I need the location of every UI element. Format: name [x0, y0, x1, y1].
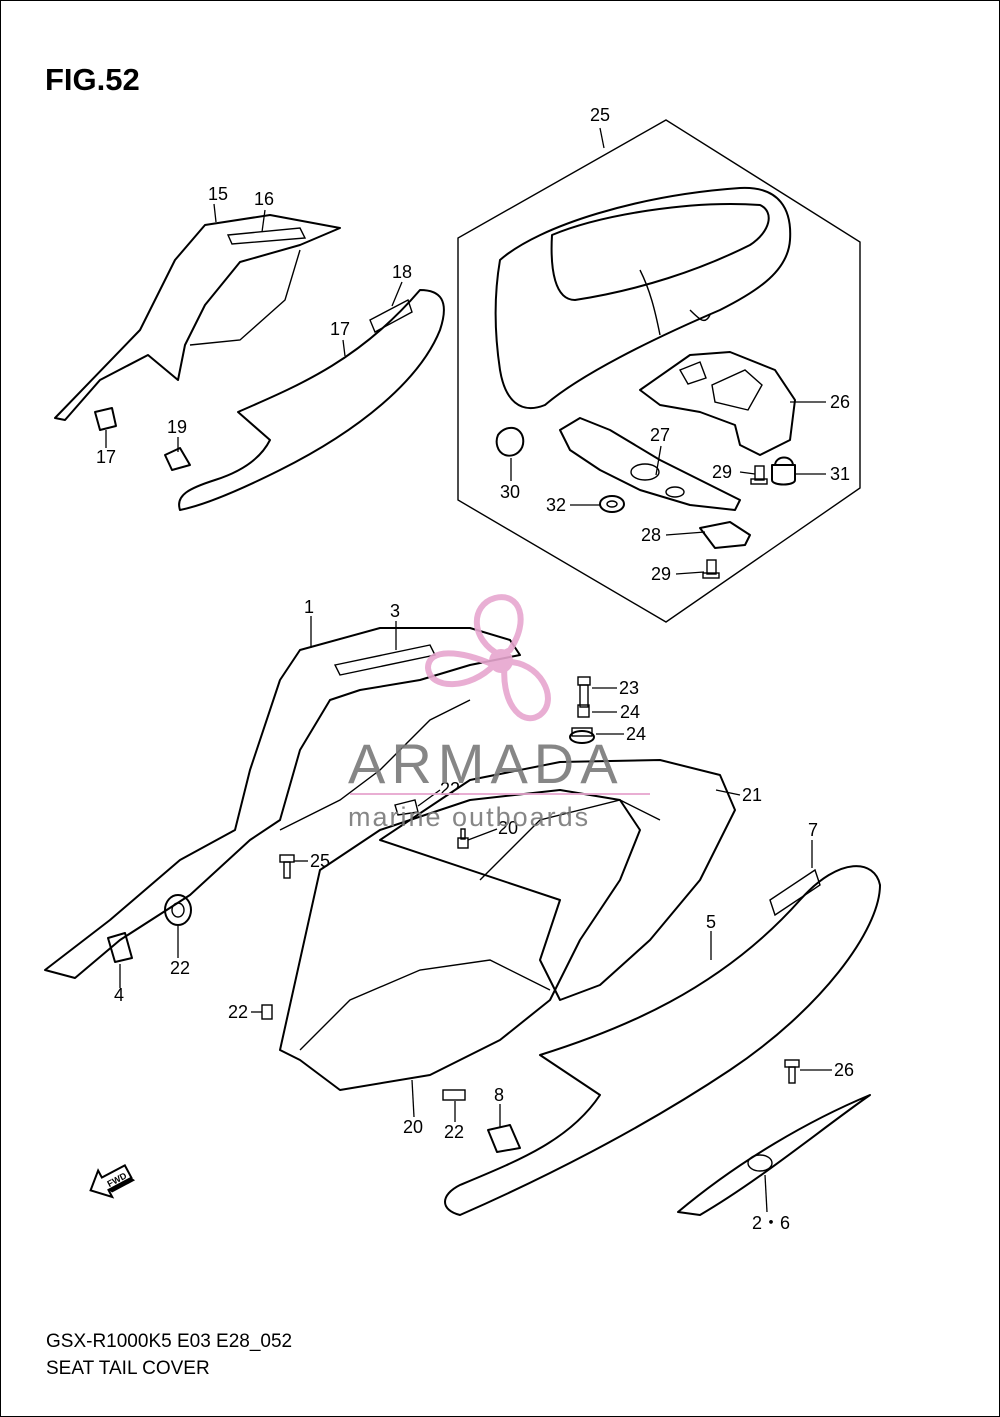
callout-12[interactable]: 17	[330, 319, 350, 339]
part-32-grommet	[599, 495, 625, 513]
callout-15[interactable]: 20	[403, 1117, 423, 1137]
seat-cowl-assembly-outline	[457, 119, 861, 623]
part-29-bolts	[702, 465, 768, 579]
callout-23[interactable]: 24	[626, 724, 646, 744]
callout-19[interactable]: 20	[498, 818, 518, 838]
part-11-clip	[94, 407, 117, 431]
part-21-bolt	[577, 676, 591, 708]
callout-25[interactable]: 25	[590, 105, 610, 125]
callout-1[interactable]: 1	[304, 597, 314, 617]
part-31-damper	[771, 456, 796, 486]
part-26-bracket	[639, 351, 796, 456]
callout-labels: 25 15 16 18 17 17 19 26 27 29 31 30 32 2…	[96, 105, 854, 1233]
part-4-clip	[107, 932, 133, 963]
part-16-seat-tray	[379, 759, 736, 1001]
callout-28[interactable]: 28	[641, 525, 661, 545]
callout-17-left[interactable]: 22	[228, 1002, 248, 1022]
part-19-screw	[457, 828, 469, 849]
callout-17-lower[interactable]: 22	[444, 1122, 464, 1142]
part-8-clip	[487, 1124, 521, 1153]
callout-9[interactable]: 15	[208, 184, 228, 204]
callout-24-left[interactable]: 25	[310, 851, 330, 871]
callout-11[interactable]: 17	[96, 447, 116, 467]
callout-26[interactable]: 26	[830, 392, 850, 412]
watermark-brand: ARMADA	[348, 732, 624, 795]
figure-title: FIG.52	[45, 62, 140, 97]
callout-lines	[105, 127, 832, 1213]
callout-30[interactable]: 30	[500, 482, 520, 502]
callout-10[interactable]: 16	[254, 189, 274, 209]
part-9-cover-left	[54, 214, 341, 421]
callout-4[interactable]: 4	[114, 985, 124, 1005]
callout-24-right[interactable]: 26	[834, 1060, 854, 1080]
propeller-icon	[424, 594, 551, 722]
callout-7[interactable]: 7	[808, 820, 818, 840]
figure-caption: SEAT TAIL COVER	[46, 1358, 210, 1379]
callout-16[interactable]: 21	[742, 785, 762, 805]
fwd-arrow-icon: FWD	[89, 1163, 136, 1199]
watermark: ARMADA marine outboards	[348, 594, 650, 832]
callout-22[interactable]: 24	[620, 702, 640, 722]
callout-27[interactable]: 27	[650, 425, 670, 445]
callout-32[interactable]: 32	[546, 495, 566, 515]
part-12-side-cover-left	[178, 289, 445, 511]
callout-3[interactable]: 3	[390, 601, 400, 621]
part-20-nut	[394, 799, 419, 816]
callout-8[interactable]: 8	[494, 1085, 504, 1105]
part-28-lock-bracket	[699, 521, 751, 549]
callout-29-upper[interactable]: 29	[712, 462, 732, 482]
callout-2-6[interactable]: 2・6	[752, 1213, 790, 1233]
part-30-rubber	[495, 426, 525, 457]
part-18-grommet	[164, 894, 192, 926]
part-24-rivet-a	[279, 854, 295, 879]
callout-18[interactable]: 22	[170, 958, 190, 978]
part-25-seat-cowl	[494, 186, 792, 410]
part-15-under-tray	[279, 789, 641, 1091]
model-code: GSX-R1000K5 E03 E28_052	[46, 1331, 293, 1352]
callout-13[interactable]: 18	[392, 262, 412, 282]
watermark-tagline: marine outboards	[348, 802, 590, 832]
callout-14[interactable]: 19	[167, 417, 187, 437]
callout-29-lower[interactable]: 29	[651, 564, 671, 584]
part-17-tape-b	[442, 1089, 466, 1101]
part-14-clip	[164, 447, 191, 471]
callout-21[interactable]: 23	[619, 678, 639, 698]
callout-5[interactable]: 5	[706, 912, 716, 932]
part-17-tape-a	[261, 1004, 273, 1020]
part-5-side-cover-right	[444, 865, 881, 1216]
callout-31[interactable]: 31	[830, 464, 850, 484]
part-22-spacer	[577, 704, 590, 718]
part-27-plate	[559, 417, 741, 511]
part-23-cushion	[569, 727, 595, 744]
part-2-6-emblem	[677, 1094, 871, 1216]
part-24-rivet-b	[784, 1059, 800, 1084]
